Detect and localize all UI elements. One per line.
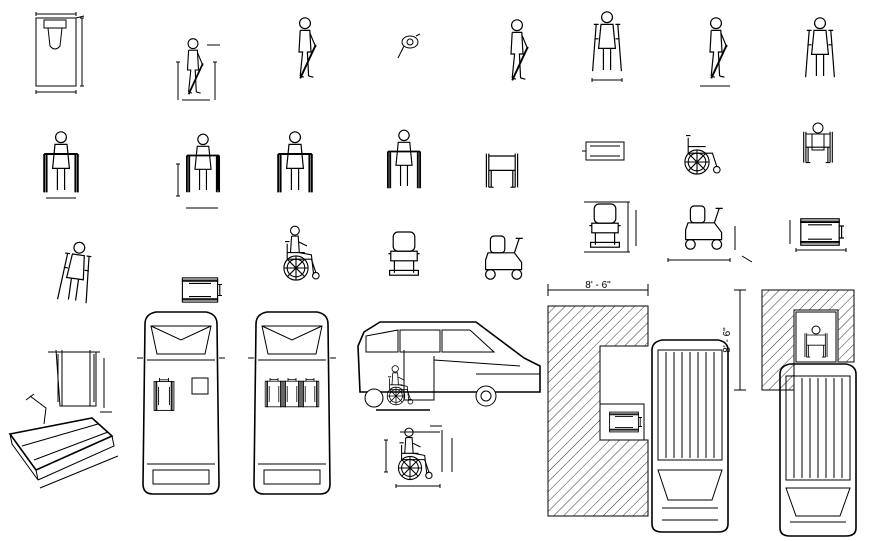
van-parking-plan-left: 8' - 6" — [547, 280, 649, 517]
wheelchair-top-icon — [181, 277, 223, 303]
van-top-view-parked-right — [779, 363, 857, 537]
wheelchair-user-dimension-figure — [384, 425, 453, 488]
platform-lift-perspective — [8, 349, 119, 489]
van-parking-plan-right: 8' - 6" — [722, 289, 855, 391]
van-top-view-three-wheelchairs — [247, 311, 337, 495]
person-crutches-front-icon — [804, 17, 836, 78]
person-wheelchair-front-icon — [803, 122, 833, 164]
wheelchair-front-icon — [485, 153, 519, 188]
person-rolling-walker-icon — [386, 129, 422, 190]
dimension-width-label: 8' - 6" — [585, 280, 611, 291]
wheelchair-top-small-icon — [582, 141, 625, 161]
person-wheelchair-side-icon — [284, 226, 319, 280]
toilet-stall-plan — [35, 12, 85, 94]
person-walker-front-icon — [43, 130, 79, 194]
overhead-cane-user-icon — [397, 33, 421, 59]
person-crutch-walking-icon — [56, 239, 95, 304]
person-walker-side-figure — [176, 133, 221, 209]
wheelchair-top-dimension-figure — [789, 218, 847, 252]
dimension-height-label: 8' - 6" — [722, 327, 733, 353]
person-single-crutch-icon — [709, 16, 728, 80]
van-side-view-lift — [357, 321, 541, 411]
scooter-front-dimension-figure — [584, 201, 637, 253]
wheelchair-side-icon — [684, 135, 721, 175]
scooter-front-icon — [387, 231, 421, 276]
van-top-view-parked-left — [651, 339, 729, 533]
scooter-side-icon — [485, 235, 524, 280]
person-cane-walking-icon — [298, 16, 317, 80]
van-top-view-two-wheelchairs — [136, 311, 226, 495]
person-walker-icon — [277, 130, 313, 194]
person-cane-figure — [176, 37, 220, 101]
person-long-cane-icon — [510, 18, 529, 82]
person-forearm-crutches-icon — [591, 11, 623, 72]
scooter-side-dimension-figure — [667, 205, 753, 263]
